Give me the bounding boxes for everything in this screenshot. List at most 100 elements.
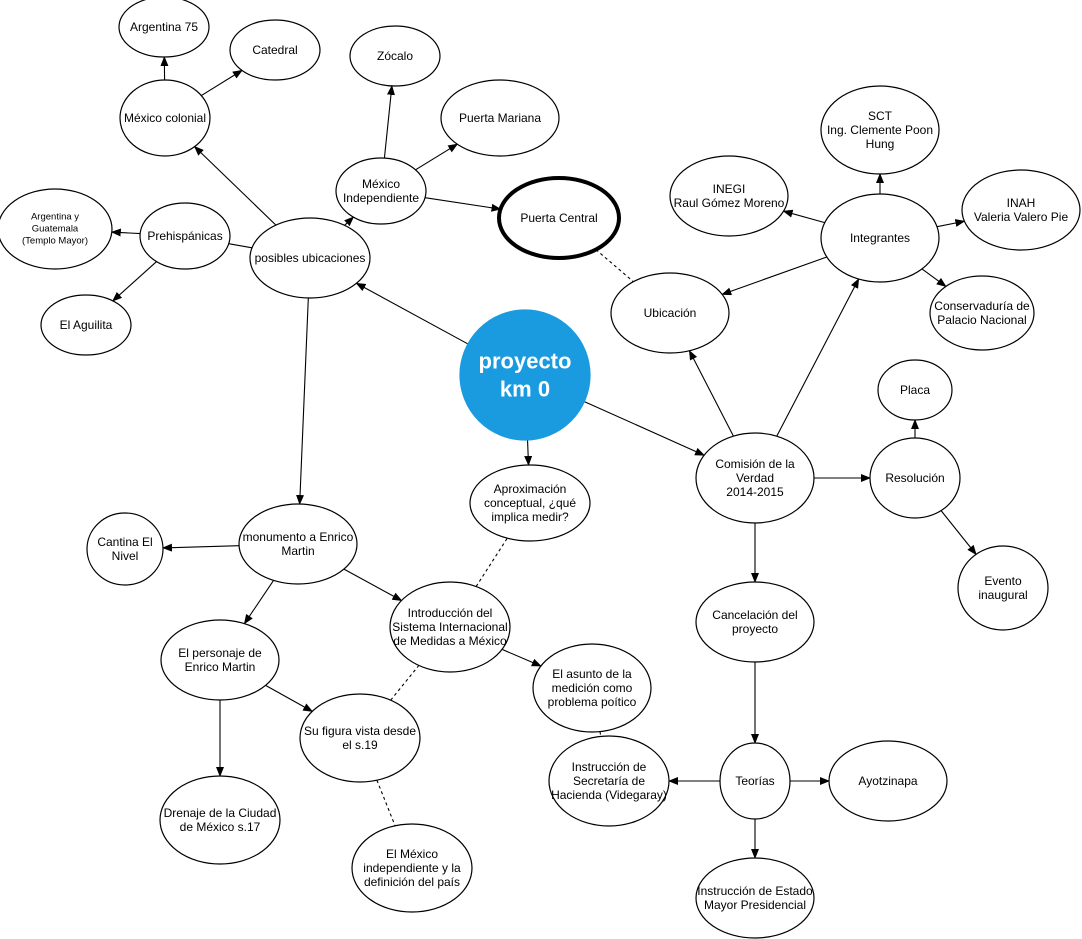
node-label: Palacio Nacional [937,313,1026,327]
node-resolucion[interactable]: Resolución [869,437,961,519]
node-shape [469,464,591,542]
node-label: El asunto de la [552,667,632,681]
node-prehispanicas[interactable]: Prehispánicas [139,202,231,270]
edge-integrantes-to-inah [936,219,966,228]
node-label: proyecto [479,349,572,374]
edge-integrantes-to-ubicacion [721,256,827,296]
node-label: Guatemala [32,224,79,235]
node-label: inaugural [978,588,1027,602]
edge-center-to-comision [584,401,706,456]
node-puerta-central[interactable]: Puerta Central [497,176,621,260]
node-shape [160,619,280,701]
node-shape [669,155,789,237]
node-shape [877,359,953,421]
node-label: El personaje de [178,646,262,660]
node-shape [869,437,961,519]
node-catedral[interactable]: Catedral [229,19,321,81]
node-label: Introducción del [408,606,493,620]
node-label: Drenaje de la Ciudad [164,806,277,820]
edge-integrantes-to-conservaduria [921,268,947,288]
node-label: Su figura vista desde [304,724,416,738]
node-shape [351,823,473,913]
node-label: monumento a Enrico [243,530,354,544]
node-label: 2014-2015 [726,485,784,499]
edge-prehispanicas-to-aguilita [112,261,157,302]
node-shape [532,643,652,733]
node-shape [119,79,211,157]
node-label: Instrucción de [572,760,647,774]
edge-monumento-to-cantina [161,543,240,552]
node-label: de Medidas a México [393,634,507,648]
node-label: (Templo Mayor) [22,236,88,247]
node-label: Instrucción de Estado [697,884,813,898]
node-shape [548,735,670,827]
edge-center-to-posibles [355,282,469,345]
node-mex-colonial[interactable]: México colonial [119,79,211,157]
node-teorias[interactable]: Teorías [719,742,791,820]
node-shape [961,169,1081,251]
node-label: Hacienda (Videgaray) [551,788,667,802]
node-label: el s.19 [342,738,378,752]
node-shape [40,294,132,356]
node-label: México [362,177,400,191]
node-shape [695,432,815,524]
node-zocalo[interactable]: Zócalo [349,25,441,87]
node-shape [695,857,815,939]
node-shape [389,581,511,673]
node-argentina75[interactable]: Argentina 75 [118,0,210,58]
edge-posibles-to-prehispanicas [228,243,253,249]
node-label: Ubicación [644,306,697,320]
node-shape [349,25,441,87]
node-label: Cancelación del [712,608,797,622]
node-shape [0,188,113,270]
node-integrantes[interactable]: Integrantes [820,193,940,283]
node-shape [159,775,281,865]
node-label: Argentina y [31,212,79,223]
node-shape [459,309,591,441]
node-label: Martin [281,544,314,558]
edge-comision-to-ubicacion [688,349,734,437]
node-shape [820,85,940,175]
node-label: Valeria Valero Pie [974,210,1069,224]
node-puerta-mariana[interactable]: Puerta Mariana [440,79,560,157]
edge-mex_indep-to-puerta_mariana [415,143,459,171]
node-aguilita[interactable]: El Aguilita [40,294,132,356]
node-ayotzinapa[interactable]: Ayotzinapa [828,740,948,822]
node-label: Integrantes [850,231,910,245]
edge-mex_colonial-to-catedral [201,69,243,97]
node-ubicacion[interactable]: Ubicación [610,272,730,354]
node-posibles[interactable]: posibles ubicaciones [249,217,371,299]
node-label: proyecto [732,622,778,636]
node-label: problema poítico [548,695,637,709]
node-shape [497,176,621,260]
edge-resolucion-to-evento [940,510,977,556]
edge-asunto-to-instr_hacienda [599,731,602,737]
node-placa[interactable]: Placa [877,359,953,421]
node-shape [229,19,321,81]
node-label: Prehispánicas [147,229,222,243]
node-label: Independiente [343,191,419,205]
node-label: Resolución [885,471,944,485]
